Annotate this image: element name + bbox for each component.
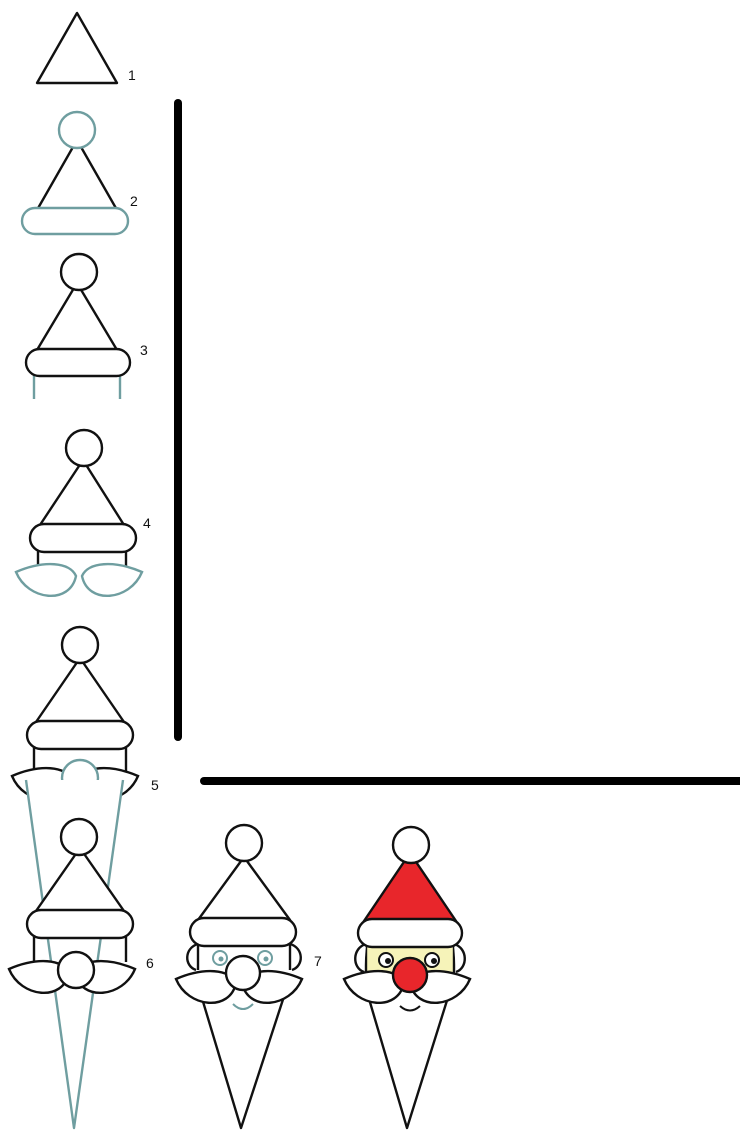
step-1-number: 1 (128, 67, 136, 83)
step-5-drawing (10, 625, 140, 802)
step-6-number: 6 (146, 955, 154, 971)
step-1-drawing (35, 11, 119, 85)
step-2-drawing (20, 110, 130, 236)
step-4-drawing (14, 428, 144, 598)
step-3-drawing (24, 252, 132, 399)
step-3-number: 3 (140, 342, 148, 358)
step-6-drawing (7, 779, 137, 1130)
step-5-number: 5 (151, 777, 159, 793)
step-4-number: 4 (143, 515, 151, 531)
step-7-drawing (174, 823, 304, 1130)
final-colored-santa (342, 825, 472, 1130)
step-7-number: 7 (314, 953, 322, 969)
step-2-number: 2 (130, 193, 138, 209)
